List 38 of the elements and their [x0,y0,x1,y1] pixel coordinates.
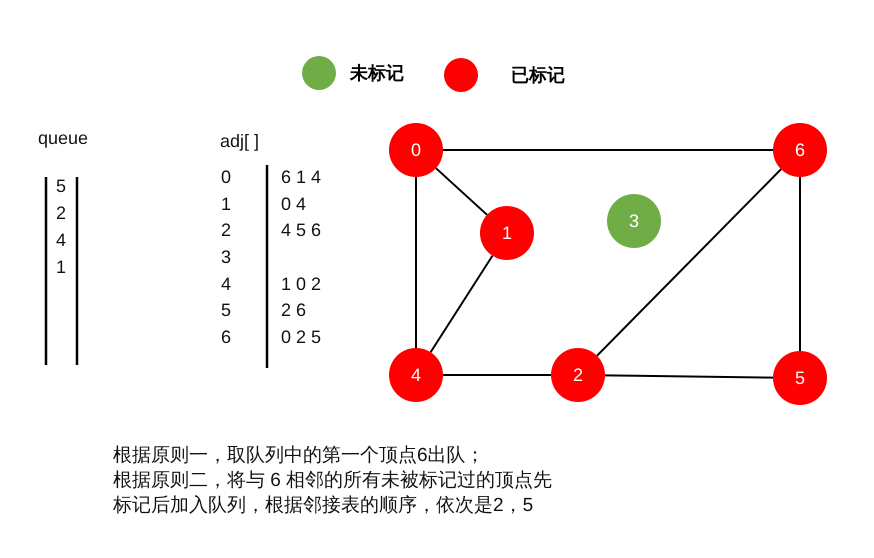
table-cell: 0 4 [281,194,306,216]
table-cell: 2 [56,203,66,225]
vertex-circle: 0 [389,123,443,177]
graph-edge [604,374,774,379]
legend-label: 已标记 [511,64,565,87]
graph-edge [443,149,773,151]
table-cell: 3 [221,247,232,269]
note-text: 根据原则一，取队列中的第一个顶点6出队； [113,444,486,468]
vertex-circle: 2 [551,348,605,402]
graph-edge [596,168,782,356]
table-cell: 6 [221,327,232,349]
column-heading: adj[ ] [220,131,260,153]
column-heading: queue [38,128,88,150]
table-cell: 1 [221,194,232,216]
graph-edge [415,177,417,348]
note-text: 根据原则二，将与 6 相邻的所有未被标记过的顶点先标记后加入队列，根据邻接表的顺序，依次是2，5 [113,469,553,518]
graph-edge [435,167,488,216]
vertex-circle: 5 [773,351,827,405]
table-cell: 4 5 6 [281,220,322,242]
table-cell: 4 [221,274,232,296]
legend-label: 未标记 [350,62,404,85]
vertex-circle: 6 [773,123,827,177]
vertex-circle: 4 [389,348,443,402]
vertex-circle: 3 [607,194,661,248]
table-cell: 1 [56,257,66,279]
table-cell: 0 2 5 [281,327,322,349]
table-cell: 1 0 2 [281,274,322,296]
table-cell: 0 [221,167,232,189]
table-cell: 2 [221,220,232,242]
vertex-circle: 1 [480,206,534,260]
graph-edge [443,374,551,376]
table-cell: 2 6 [281,300,306,322]
table-cell: 4 [56,230,66,252]
table-cell: 6 1 4 [281,167,322,189]
table-cell: 5 [56,176,66,198]
graph-edge [430,255,494,353]
graph-edge [799,177,801,351]
table-cell: 5 [221,300,232,322]
